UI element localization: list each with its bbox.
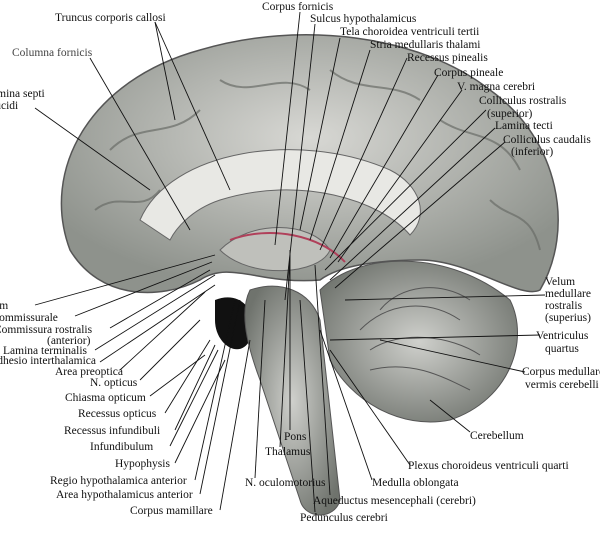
label-truncus-corporis-callosi: Truncus corporis callosi — [55, 12, 166, 24]
label-quartus: quartus — [545, 343, 579, 355]
label-regio-hypothalamica: Regio hypothalamica anterior — [50, 475, 187, 487]
label-superius: (superius) — [545, 312, 591, 324]
label-corpus-medullare: Corpus medullare — [522, 366, 600, 378]
label-lamina-terminalis: Lamina terminalis — [3, 345, 87, 357]
third-ventricle-line — [229, 232, 346, 263]
hypophysis-dark — [215, 297, 253, 350]
label-sulcus-hypothalamicus: Sulcus hypothalamicus — [310, 13, 417, 25]
label-infundibulum: Infundibulum — [90, 441, 154, 453]
label-vermis-cerebelli: vermis cerebelli — [525, 379, 599, 391]
label-recessus-opticus: Recessus opticus — [78, 408, 157, 420]
label-corpus-pineale: Corpus pineale — [434, 67, 504, 79]
label-velum: Velum — [545, 276, 576, 288]
label-colliculus-caudalis-sub: (inferior) — [511, 146, 554, 158]
label-colliculus-rostralis-sub: (superior) — [487, 108, 533, 120]
label-area-preoptica: Area preoptica — [55, 366, 124, 378]
label-pellucidi: pellucidi — [0, 100, 19, 112]
brainstem — [244, 285, 341, 516]
cerebellum — [319, 260, 518, 423]
label-corpus-mamillare: Corpus mamillare — [130, 505, 213, 517]
label-medulla-oblongata: Medulla oblongata — [372, 477, 459, 489]
label-pedunculus-cerebri: Pedunculus cerebri — [300, 512, 388, 524]
leader-lines — [34, 11, 546, 513]
label-plexus-choroideus: Plexus choroideus ventriculi quarti — [408, 460, 569, 472]
label-adhesio-interthalamica: Adhesio interthalamica — [0, 355, 96, 367]
label-v-magna-cerebri: V. magna cerebri — [457, 81, 536, 93]
label-pons: Pons — [284, 431, 307, 443]
label-tela-choroidea: Tela choroidea ventriculi tertii — [340, 26, 480, 38]
label-chiasma-opticum: Chiasma opticum — [65, 392, 146, 404]
label-colliculus-rostralis: Colliculus rostralis — [479, 95, 567, 107]
label-stria-medullaris: Stria medullaris thalami — [370, 39, 481, 51]
label-n-oculomotorius: N. oculomotorius — [245, 477, 326, 489]
label-commissura-anterior: (anterior) — [47, 335, 91, 347]
label-corpus-fornicis: Corpus fornicis — [262, 1, 334, 13]
label-n-opticus: N. opticus — [90, 377, 138, 389]
gyri — [94, 69, 541, 251]
label-ventriculus: Ventriculus — [536, 330, 589, 342]
label-rostralis: rostralis — [545, 300, 583, 312]
label-lamina-tecti: Lamina tecti — [495, 120, 553, 132]
arbor-vitae — [359, 287, 481, 391]
label-area-hypothalamicus: Area hypothalamicus anterior — [56, 489, 193, 501]
label-aqueductus: Aqueductus mesencephali (cerebri) — [313, 495, 476, 507]
corpus-callosum — [139, 149, 421, 241]
label-cerebellum: Cerebellum — [470, 430, 524, 442]
label-recessus-infundibuli: Recessus infundibuli — [64, 425, 161, 437]
label-commissura-rostralis: Commissura rostralis — [0, 324, 93, 336]
label-medullare: medullare — [545, 288, 591, 300]
label-hypophysis: Hypophysis — [115, 458, 170, 470]
label-commissurale: commissurale — [0, 312, 58, 324]
label-recessus-pinealis: Recessus pinealis — [407, 52, 488, 64]
label-thalamus: Thalamus — [265, 446, 311, 458]
label-colliculus-caudalis: Colliculus caudalis — [503, 134, 591, 146]
label-septum: Septum — [0, 300, 9, 312]
label-lamina-septi: Lamina septi — [0, 88, 45, 100]
label-columna-fornicis: Columna fornicis — [12, 47, 93, 59]
